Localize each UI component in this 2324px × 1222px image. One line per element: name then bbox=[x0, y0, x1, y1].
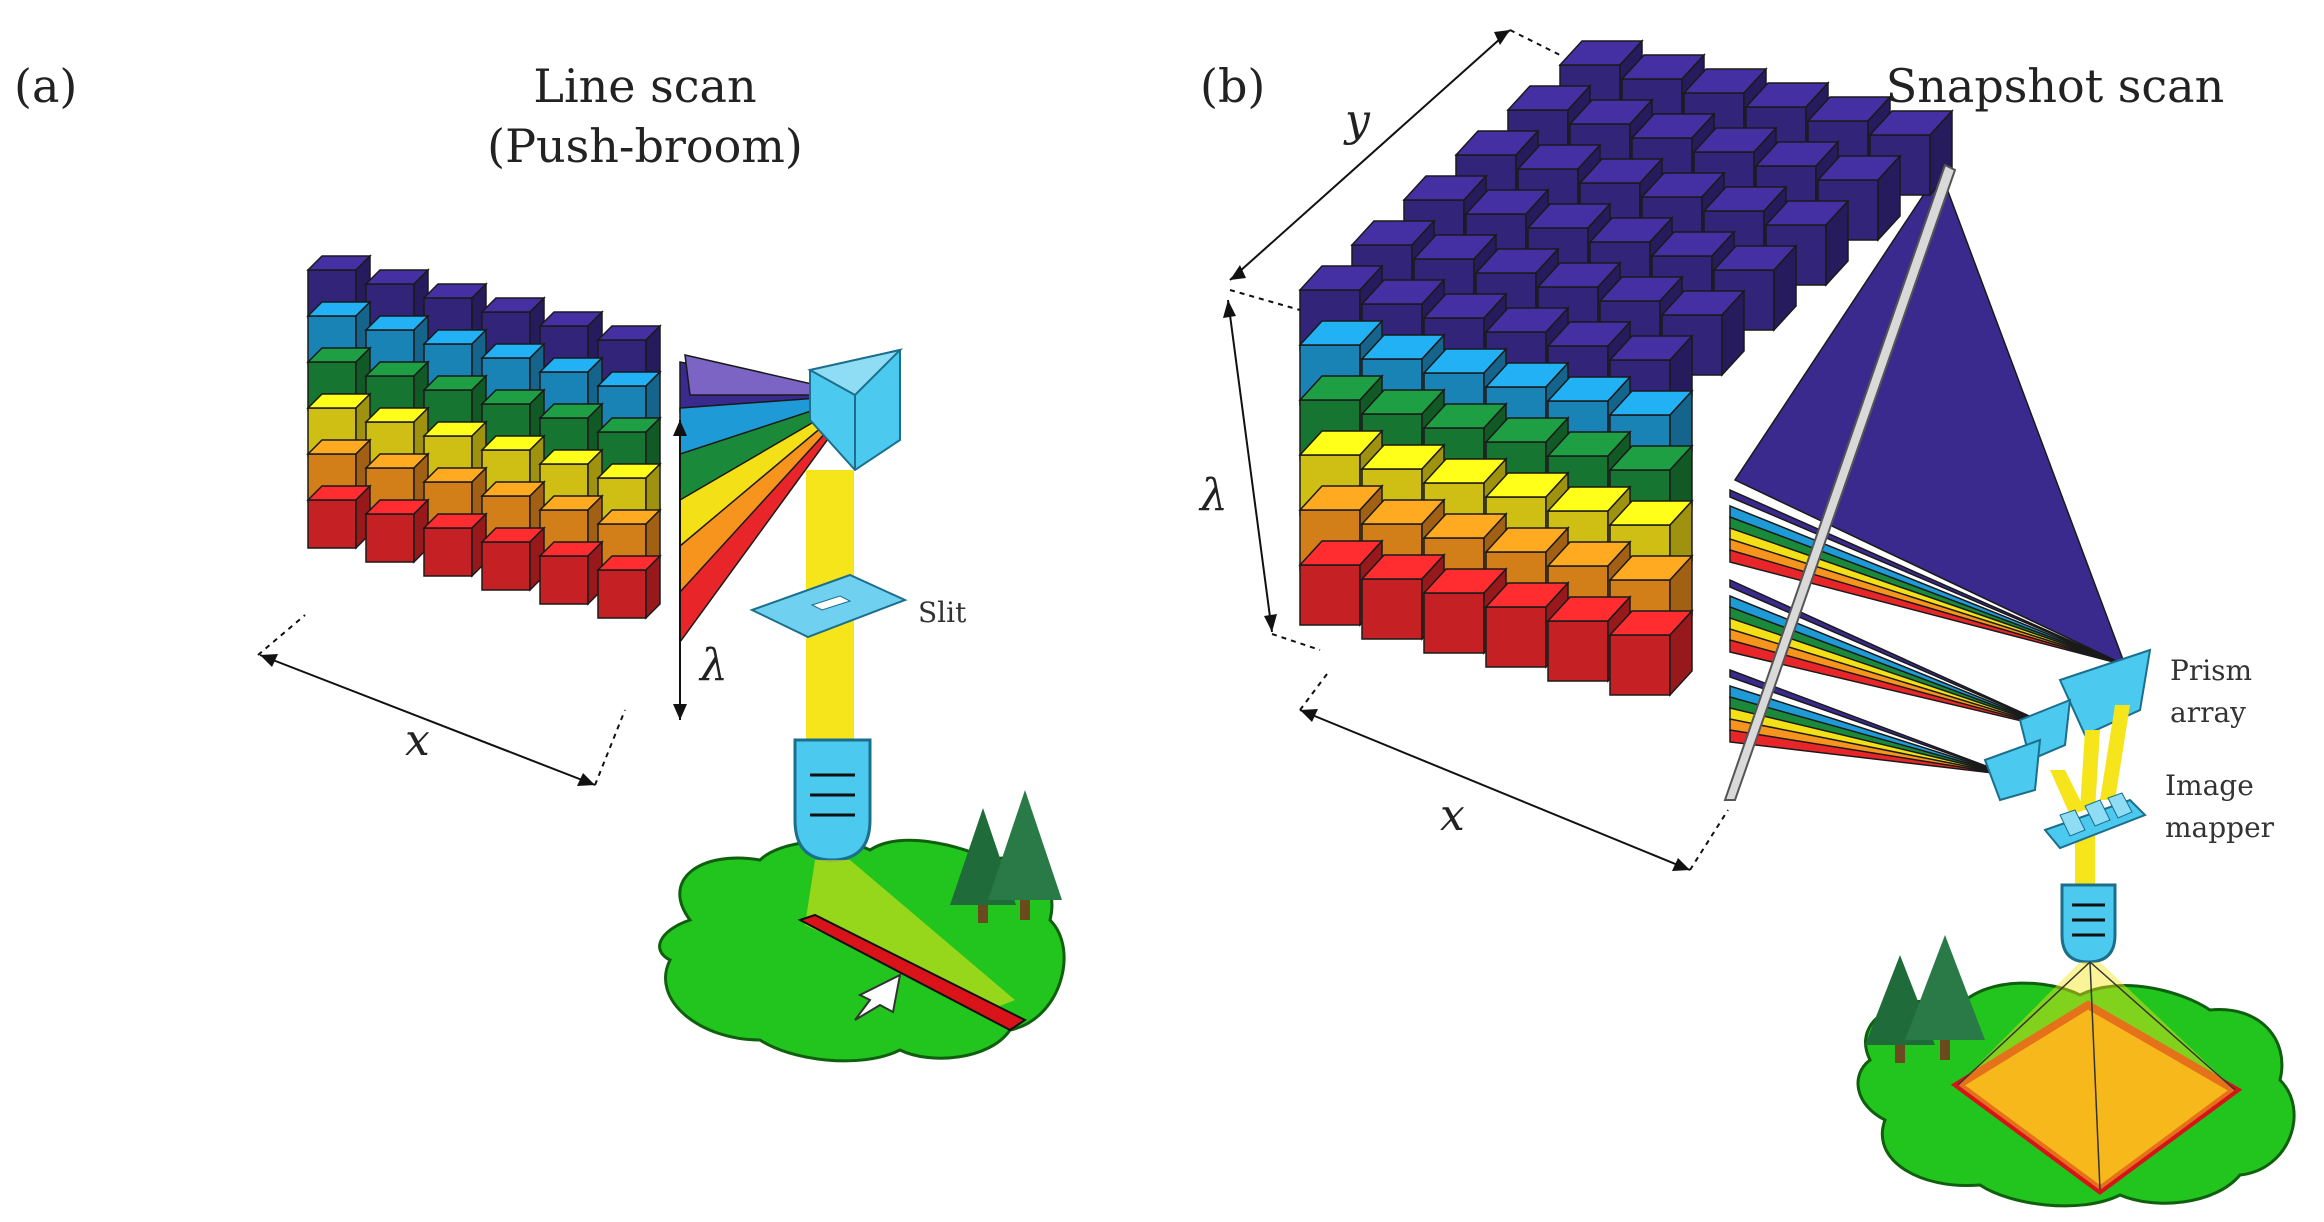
voxel-side bbox=[1825, 199, 1849, 287]
axis-x-b bbox=[1299, 669, 1729, 871]
tree-icon bbox=[1865, 935, 1985, 1063]
axis-lambda-b bbox=[1223, 299, 1321, 651]
fan-band-b bbox=[1729, 668, 2011, 776]
datacube-voxel bbox=[364, 498, 430, 564]
panel-a-title-line2: (Push-broom) bbox=[487, 119, 803, 173]
fan-band-b bbox=[1729, 578, 2061, 731]
snapshot-datacube bbox=[1298, 39, 1954, 697]
datacube-voxel bbox=[422, 512, 488, 578]
prism-label-line1: Prism bbox=[2170, 654, 2252, 687]
panel-a: (a) Line scan (Push-broom) Slit bbox=[14, 59, 1066, 1063]
lens-icon bbox=[793, 738, 872, 862]
dispersion-fan-b bbox=[1729, 168, 2127, 776]
voxel-side bbox=[1877, 154, 1901, 242]
panel-b: (b) Snapshot scan y λ bbox=[1198, 29, 2296, 1208]
voxel-front bbox=[1361, 578, 1423, 640]
axis-x-label-a: x bbox=[405, 715, 430, 766]
voxel-front bbox=[1485, 606, 1547, 668]
datacube-voxel bbox=[306, 484, 372, 550]
fan-band-b bbox=[1729, 729, 2011, 776]
axis-lambda-a bbox=[673, 420, 687, 720]
panel-b-title: Snapshot scan bbox=[1886, 59, 2224, 113]
voxel-front bbox=[1423, 592, 1485, 654]
axis-lambda-label-b: λ bbox=[1198, 470, 1228, 521]
voxel-side bbox=[1773, 244, 1797, 332]
mapper-label-line1: Image bbox=[2165, 769, 2254, 802]
prism-icon bbox=[807, 348, 904, 472]
scan-area bbox=[1950, 961, 2243, 1195]
panel-b-letter: (b) bbox=[1200, 59, 1265, 113]
voxel-front bbox=[307, 499, 357, 549]
voxel-front bbox=[539, 555, 589, 605]
axis-x-label-b: x bbox=[1440, 790, 1465, 841]
fan-band-b bbox=[1729, 639, 2061, 731]
lens-icon bbox=[2060, 883, 2117, 964]
slit-label: Slit bbox=[918, 596, 967, 629]
light-rays-b bbox=[2050, 705, 2130, 890]
prism-label-line2: array bbox=[2170, 696, 2246, 729]
datacube-voxel bbox=[1608, 609, 1694, 697]
voxel-front bbox=[423, 527, 473, 577]
datacube-voxel bbox=[596, 554, 662, 620]
panel-a-letter: (a) bbox=[14, 59, 77, 113]
datacube-voxel bbox=[538, 540, 604, 606]
voxel-front bbox=[365, 513, 415, 563]
tree-icon bbox=[950, 790, 1062, 923]
axis-y-b bbox=[1229, 29, 1561, 311]
view-cone-a bbox=[805, 860, 1015, 1010]
voxel-front bbox=[481, 541, 531, 591]
line-scan-datacube bbox=[306, 254, 662, 620]
panel-a-title-line1: Line scan bbox=[533, 59, 756, 113]
voxel-front bbox=[1609, 634, 1671, 696]
voxel-front bbox=[1547, 620, 1609, 682]
axis-lambda-label-a: λ bbox=[698, 640, 728, 691]
fan-band-b bbox=[1729, 549, 2126, 666]
voxel-side bbox=[645, 554, 661, 620]
voxel-front bbox=[1299, 564, 1361, 626]
slit-icon bbox=[749, 573, 908, 639]
arrow-icon bbox=[854, 973, 902, 1021]
datacube-voxel bbox=[480, 526, 546, 592]
cube-edge-plate bbox=[1723, 163, 1957, 801]
mapper-label-line2: mapper bbox=[2165, 811, 2275, 844]
datacube-voxel bbox=[1816, 154, 1902, 242]
axis-x-a bbox=[257, 614, 626, 786]
voxel-side bbox=[1669, 609, 1693, 697]
voxel-side bbox=[1721, 289, 1745, 377]
fan-top-b bbox=[1733, 168, 2127, 667]
image-mapper-icon bbox=[2043, 792, 2147, 850]
voxel-front bbox=[597, 569, 647, 619]
scan-line bbox=[797, 913, 1027, 1032]
axis-y-label-b: y bbox=[1343, 95, 1371, 146]
